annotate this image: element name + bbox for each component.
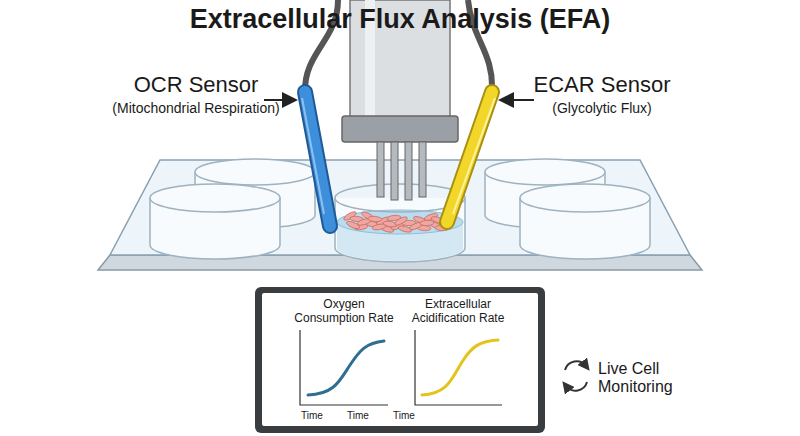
sensor-label: ECAR Sensor (517, 72, 687, 97)
title: Extracellular Flux Analysis (EFA) (50, 4, 750, 35)
chart-title: Oxygen Consumption Rate (291, 298, 397, 326)
axis-label: Time (386, 410, 422, 422)
status-label: Live Cell Monitoring (598, 360, 698, 397)
pointer-arrow (502, 99, 534, 101)
chart-title: Extracellular Acidification Rate (403, 298, 513, 326)
sensor-sublabel: (Mitochondrial Respiration) (96, 100, 296, 116)
axis-label: Time (340, 410, 376, 422)
sensor-sublabel: (Glycolytic Flux) (517, 100, 687, 116)
monitor (255, 287, 545, 433)
axis-label: Time (294, 410, 330, 422)
cycle-icon (565, 361, 587, 390)
well-plate (98, 159, 702, 270)
sensor-label: OCR Sensor (111, 72, 281, 97)
